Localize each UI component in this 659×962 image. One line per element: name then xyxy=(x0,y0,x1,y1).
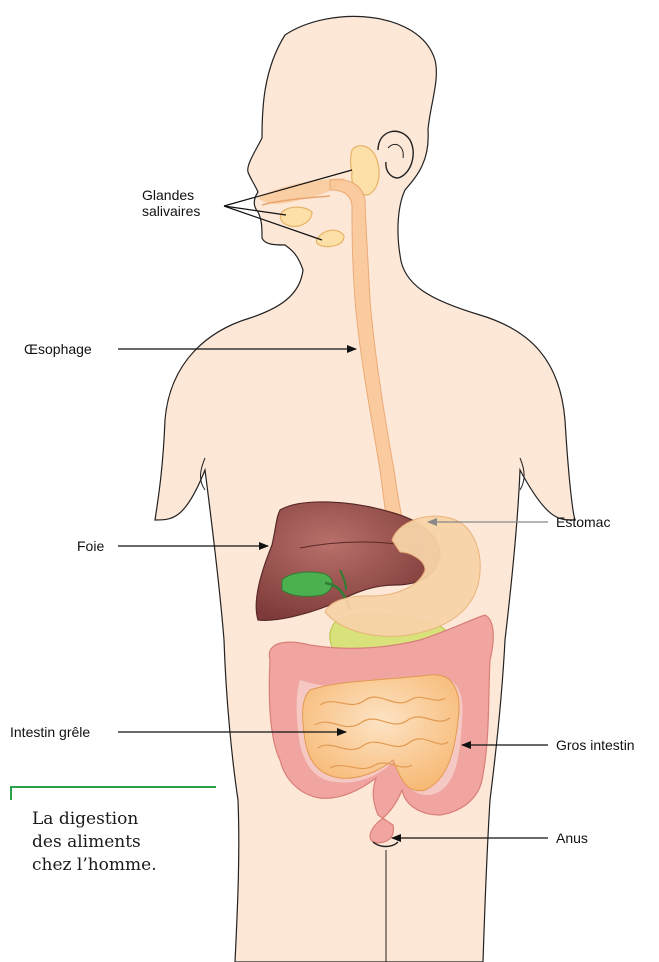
label-intestin-grele: Intestin grêle xyxy=(10,724,90,740)
caption-rule-horizontal xyxy=(10,786,216,788)
label-glandes-salivaires: Glandes salivaires xyxy=(142,187,200,219)
label-anus: Anus xyxy=(556,830,588,846)
caption-text: La digestion des aliments chez l’homme. xyxy=(32,808,212,877)
gallbladder xyxy=(282,572,332,596)
caption-box: La digestion des aliments chez l’homme. xyxy=(10,786,216,956)
label-gros-intestin: Gros intestin xyxy=(556,737,635,753)
label-foie: Foie xyxy=(77,538,104,554)
caption-rule-vertical xyxy=(10,786,12,800)
label-estomac: Estomac xyxy=(556,514,610,530)
label-oesophage: Œsophage xyxy=(24,341,92,357)
